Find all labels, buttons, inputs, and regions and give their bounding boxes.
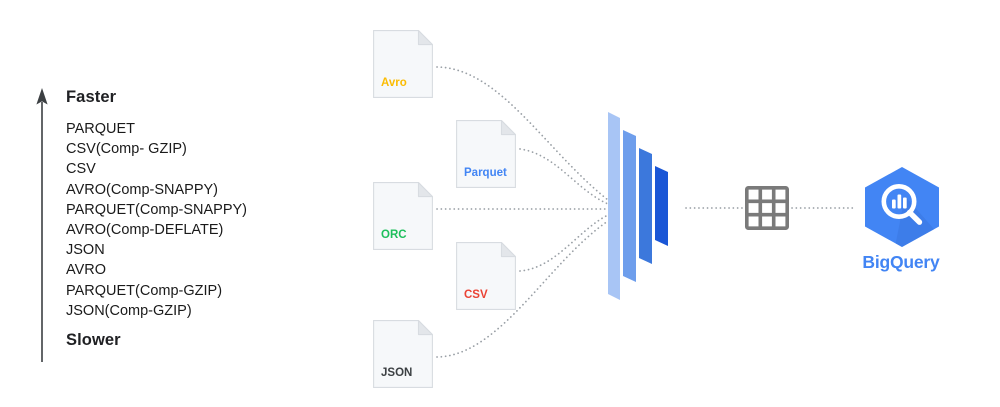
bigquery-node[interactable]: BigQuery: [846, 166, 956, 278]
file-icon: [373, 320, 433, 388]
file-label: CSV: [464, 289, 488, 301]
speed-ranking-panel: Faster PARQUET CSV(Comp- GZIP) CSV AVRO(…: [0, 0, 330, 407]
connector-csv: [519, 214, 609, 272]
file-label: Parquet: [464, 167, 507, 179]
list-item: AVRO(Comp-SNAPPY): [66, 181, 219, 198]
slower-label: Slower: [66, 331, 121, 350]
file-icon: [456, 120, 516, 188]
file-label: Avro: [381, 77, 407, 89]
file-card-parquet[interactable]: Parquet: [456, 120, 516, 188]
funnel-layer-1: [608, 112, 620, 300]
list-item: CSV: [66, 161, 96, 178]
file-icon: [373, 182, 433, 250]
table-grid-icon[interactable]: [745, 186, 789, 230]
load-funnel-icon: [608, 112, 668, 300]
file-card-json[interactable]: JSON: [373, 320, 433, 388]
list-item: AVRO: [66, 262, 107, 279]
file-card-avro[interactable]: Avro: [373, 30, 433, 98]
faster-slower-arrow-icon: [36, 88, 48, 362]
funnel-layer-2: [623, 130, 636, 282]
list-item: PARQUET: [66, 121, 136, 137]
file-card-csv[interactable]: CSV: [456, 242, 516, 310]
file-label: ORC: [381, 229, 407, 241]
file-icon: [456, 242, 516, 310]
funnel-layer-4: [655, 166, 668, 246]
bigquery-logo-icon: [865, 167, 939, 247]
file-label: JSON: [381, 367, 413, 379]
bigquery-wordmark: BigQuery: [862, 252, 940, 272]
faster-label: Faster: [66, 88, 117, 106]
funnel-layer-3: [639, 148, 652, 264]
list-item: PARQUET(Comp-GZIP): [66, 282, 223, 299]
ranking-list: Faster PARQUET CSV(Comp- GZIP) CSV AVRO(…: [66, 84, 316, 353]
list-item: JSON(Comp-GZIP): [66, 302, 192, 319]
list-item: JSON: [66, 242, 105, 259]
list-item: AVRO(Comp-DEFLATE): [66, 222, 224, 239]
list-item: CSV(Comp- GZIP): [66, 141, 187, 158]
list-item: PARQUET(Comp-SNAPPY): [66, 201, 248, 218]
connector-parquet: [519, 148, 609, 205]
file-card-orc[interactable]: ORC: [373, 182, 433, 250]
file-icon: [373, 30, 433, 98]
